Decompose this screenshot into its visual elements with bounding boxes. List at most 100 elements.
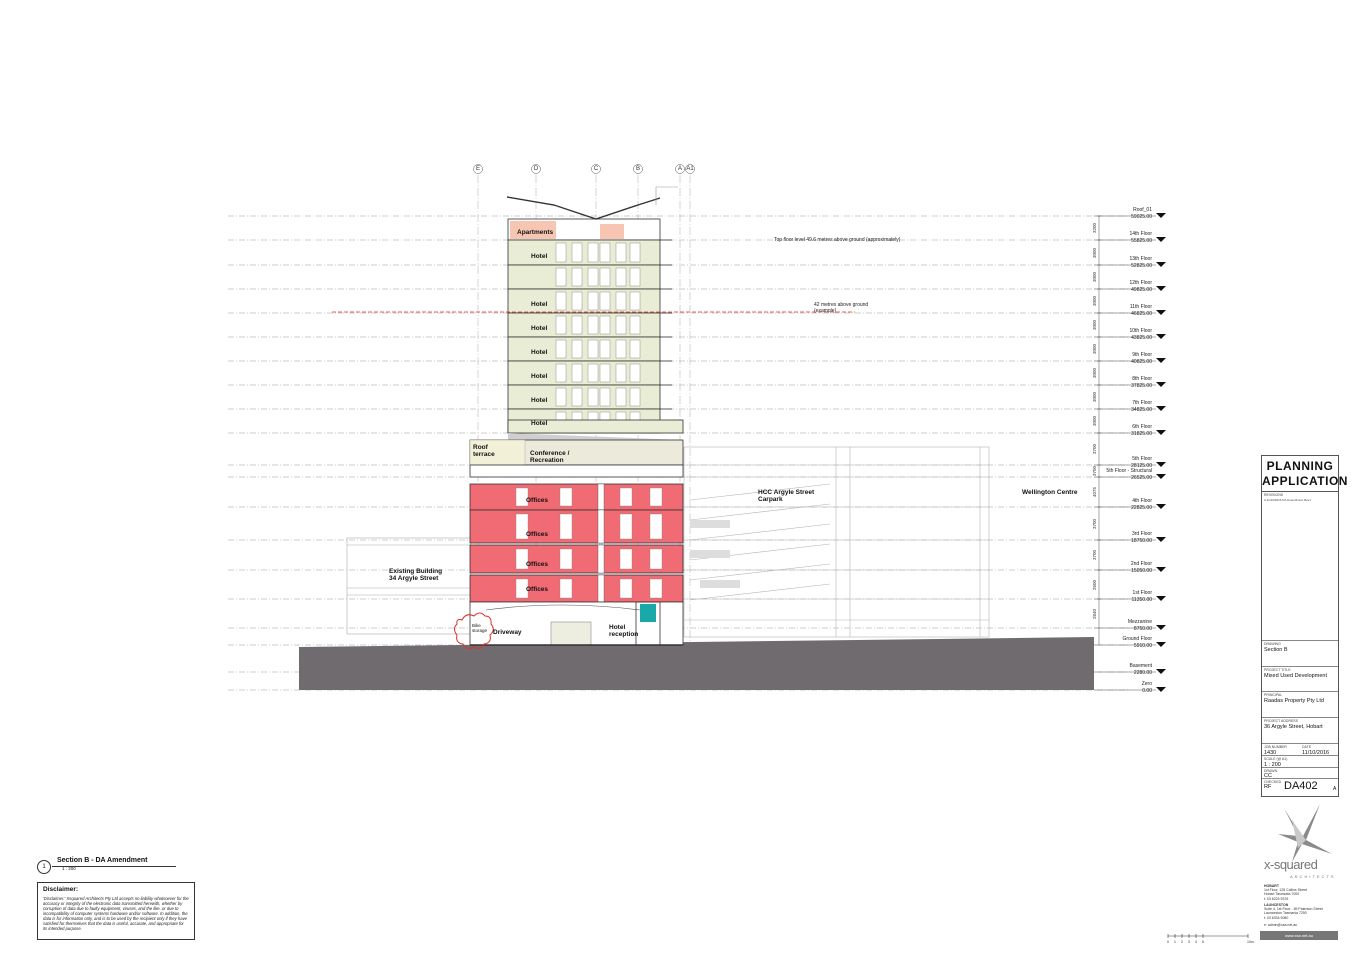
level-marker-icon: [1156, 334, 1166, 339]
level-marker-icon: [1156, 462, 1166, 467]
plant-level: [469, 464, 684, 478]
dimension-value: 4075: [1092, 486, 1097, 497]
hotel-room-door: [587, 267, 599, 287]
level-marker-icon: [1156, 262, 1166, 267]
level-value: 0.00: [1142, 688, 1152, 694]
tb-checked: CHECKED RF: [1262, 778, 1338, 790]
office-email: e: admin@xsa.net.au: [1264, 923, 1298, 927]
level-value: 52825.00: [1131, 263, 1152, 269]
label-existing-building: Existing Building 34 Argyle Street: [389, 568, 443, 583]
room-hotel: Hotel: [531, 301, 548, 308]
level-value: 37825.00: [1131, 383, 1152, 389]
ground-mass: [299, 637, 1094, 690]
level-value: 28125.00: [1131, 463, 1152, 469]
section-title-underline: [52, 866, 176, 867]
level-name: 13th Floor: [1129, 256, 1152, 262]
room-offices: Offices: [526, 561, 549, 568]
disclaimer-box: Disclaimer: 'Disclaimer:' Xsquared Archi…: [37, 882, 195, 940]
dimension-value: 3000: [1092, 271, 1097, 282]
room-hotel: Hotel: [531, 253, 548, 260]
carpark-outline: [683, 446, 990, 638]
hotel-room-door: [555, 291, 567, 311]
hotel-room-door: [555, 339, 567, 359]
level-marker-icon: [1156, 237, 1166, 242]
scale-label: 5: [1202, 940, 1204, 944]
hotel-room-door: [571, 387, 583, 407]
room-bike-storage: Bike storage: [472, 623, 488, 633]
note-top-floor: Top floor level 49.6 metres above ground…: [774, 237, 901, 243]
office-core-door: [619, 548, 633, 570]
level-name: 9th Floor: [1132, 352, 1152, 358]
tb-principal: PRINCIPAL Raadas Property Pty Ltd: [1262, 691, 1338, 704]
level-name: 7th Floor: [1132, 400, 1152, 406]
level-marker-icon: [1156, 213, 1166, 218]
grid-bubble: [675, 164, 685, 174]
tb-project: PROJECT TITLE Mixed Used Development: [1262, 666, 1338, 679]
level-name: 4th Floor: [1132, 498, 1152, 504]
hotel-room-door: [615, 339, 627, 359]
level-marker-icon: [1156, 669, 1166, 674]
revision-row: A 11/10/2016 DA Amendment Rev1: [1264, 498, 1311, 502]
floor-offices: [469, 483, 684, 511]
scale-label: 10m: [1247, 940, 1254, 944]
level-name: Mezzanine: [1127, 619, 1152, 625]
room-offices: Offices: [526, 586, 549, 593]
level-value: 49825.00: [1131, 287, 1152, 293]
level-value: 43825.00: [1131, 335, 1152, 341]
hotel-room-door: [587, 242, 599, 263]
grid-tag: A1: [686, 166, 694, 172]
level-marker-icon: [1156, 596, 1166, 601]
floor-offices: [469, 574, 684, 603]
hotel-room-door: [615, 291, 627, 311]
label-carpark: HCC Argyle Street Carpark: [758, 489, 815, 504]
level-value: 8750.00: [1133, 626, 1152, 632]
office-core-door: [515, 578, 529, 599]
hotel-room-door: [615, 363, 627, 383]
level-value: 34825.00: [1131, 407, 1152, 413]
room-hotel-reception: Hotel reception: [609, 624, 639, 639]
dimension-value: 3700: [1092, 465, 1097, 476]
level-name: 6th Floor: [1132, 424, 1152, 430]
dimension-line: [1097, 215, 1101, 645]
revision-cloud: [454, 612, 494, 649]
note-height-limit: 42 metres above ground (example): [814, 302, 869, 314]
floor-hotel-6th: [507, 419, 684, 434]
apartment-fill: [510, 221, 556, 239]
hotel-room-door: [615, 267, 627, 287]
driveway-ramp: [485, 604, 641, 611]
hotel-room-door: [587, 387, 599, 407]
dimension-value: 3200: [1092, 222, 1097, 233]
office-column: [597, 483, 605, 511]
level-value: 2280.00: [1133, 670, 1152, 676]
hotel-room-door: [599, 387, 611, 407]
hotel-room-door: [629, 387, 641, 407]
hotel-room-door: [555, 387, 567, 407]
dimension-value: 3000: [1092, 391, 1097, 402]
level-marker-icon: [1156, 504, 1166, 509]
level-marker-icon: [1156, 537, 1166, 542]
level-name: 5th Floor: [1132, 456, 1152, 462]
level-name: Basement: [1129, 663, 1152, 669]
planning-application-heading: PLANNING APPLICATION: [1262, 456, 1347, 492]
website-link[interactable]: www.xsa.net.au: [1260, 931, 1338, 940]
drawing-number: DA402: [1284, 780, 1318, 792]
hotel-room-door: [587, 339, 599, 359]
level-marker-icon: [1156, 358, 1166, 363]
office-column: [597, 574, 605, 603]
hotel-room-door: [599, 267, 611, 287]
section-title: Section B - DA Amendment: [57, 857, 148, 864]
dimension-value: 3700: [1092, 443, 1097, 454]
office-core-door: [649, 487, 663, 507]
dimension-value: 3000: [1092, 343, 1097, 354]
hotel-room-door: [571, 339, 583, 359]
office-launceston: LAUNCESTON Suite 4, 1st Floor - 89 Pater…: [1264, 903, 1323, 920]
scale-label: 4: [1195, 940, 1197, 944]
grid-tag: A: [677, 166, 682, 172]
hotel-room-door: [629, 291, 641, 311]
level-name: 2nd Floor: [1130, 561, 1152, 567]
office-core-door: [559, 548, 573, 570]
hotel-room-door: [629, 339, 641, 359]
office-core-door: [649, 548, 663, 570]
dimension-value: 3000: [1092, 415, 1097, 426]
